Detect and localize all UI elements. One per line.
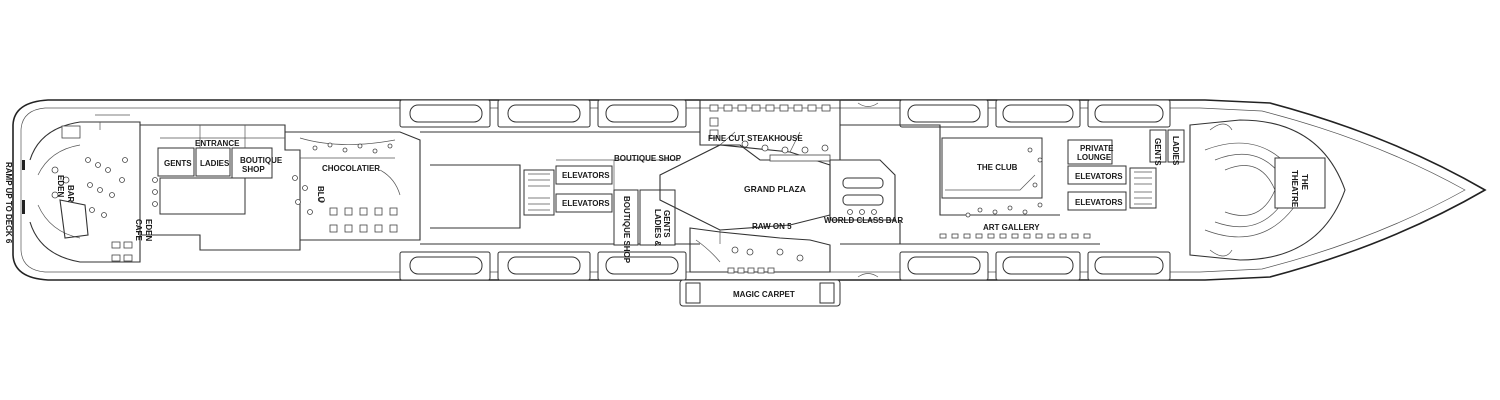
label-private-lounge-2: LOUNGE: [1077, 153, 1112, 162]
label-raw-on-5: RAW ON 5: [752, 222, 792, 231]
label-boutique-shop-vertical: BOUTIQUE SHOP: [622, 196, 631, 264]
art-gallery-row: [939, 202, 1091, 239]
raw-on-5-area: [689, 227, 831, 274]
label-eden-bar-2: BAR: [66, 185, 75, 203]
magic-carpet-platform: [679, 279, 841, 307]
label-ladies-gents-1: LADIES &: [653, 209, 662, 247]
theatre-area: [1189, 119, 1346, 261]
label-world-class-bar: WORLD CLASS BAR: [824, 216, 903, 225]
label-private-lounge-1: PRIVATE: [1080, 144, 1114, 153]
label-ladies-fwd: LADIES: [1171, 136, 1180, 166]
label-the-theatre-2: THEATRE: [1290, 170, 1299, 208]
label-fine-cut-steakhouse: FINE CUT STEAKHOUSE: [708, 134, 803, 143]
label-elevators-fwd-lower: ELEVATORS: [1075, 198, 1123, 207]
label-blu: BLU: [316, 186, 325, 203]
label-chocolatier: CHOCOLATIER: [322, 164, 380, 173]
label-gents-aft: GENTS: [164, 159, 192, 168]
lifeboats-port: [399, 99, 1171, 128]
label-elevators-mid-lower: ELEVATORS: [562, 199, 610, 208]
forward-corridor-walls: [840, 124, 1100, 245]
label-magic-carpet: MAGIC CARPET: [733, 290, 795, 299]
label-the-club: THE CLUB: [977, 163, 1018, 172]
ship-hull: [12, 99, 1487, 281]
label-ladies-gents-2: GENTS: [662, 210, 671, 238]
label-ramp: RAMP UP TO DECK 6: [4, 162, 13, 244]
label-art-gallery: ART GALLERY: [983, 223, 1040, 232]
label-grand-plaza: GRAND PLAZA: [744, 184, 806, 194]
label-the-theatre-1: THE: [1300, 174, 1309, 191]
label-eden-cafe-2: CAFE: [134, 219, 143, 241]
label-entrance: ENTRANCE: [195, 139, 240, 148]
label-eden-cafe-1: EDEN: [144, 219, 153, 241]
label-elevators-fwd-upper: ELEVATORS: [1075, 172, 1123, 181]
label-boutique-shop-mid: BOUTIQUE SHOP: [614, 154, 682, 163]
lifeboats-starboard: [399, 251, 1171, 281]
aft-shops-block: [140, 124, 301, 251]
fine-cut-steakhouse-area: [699, 99, 841, 162]
inner-hull-line: [20, 107, 1466, 273]
eden-area: [29, 114, 141, 263]
label-gents-fwd: GENTS: [1153, 138, 1162, 166]
chocolatier-area: [285, 131, 421, 241]
label-boutique-shop-aft-1: BOUTIQUE: [240, 156, 283, 165]
label-ladies-aft: LADIES: [200, 159, 230, 168]
label-boutique-shop-aft-2: SHOP: [242, 165, 265, 174]
elevators-midship: [523, 159, 680, 246]
label-eden-bar-1: EDEN: [56, 175, 65, 197]
label-elevators-mid-upper: ELEVATORS: [562, 171, 610, 180]
forward-elevators-block: [1067, 129, 1185, 211]
the-club-area: [941, 137, 1043, 199]
world-class-bar-area: [829, 159, 896, 221]
